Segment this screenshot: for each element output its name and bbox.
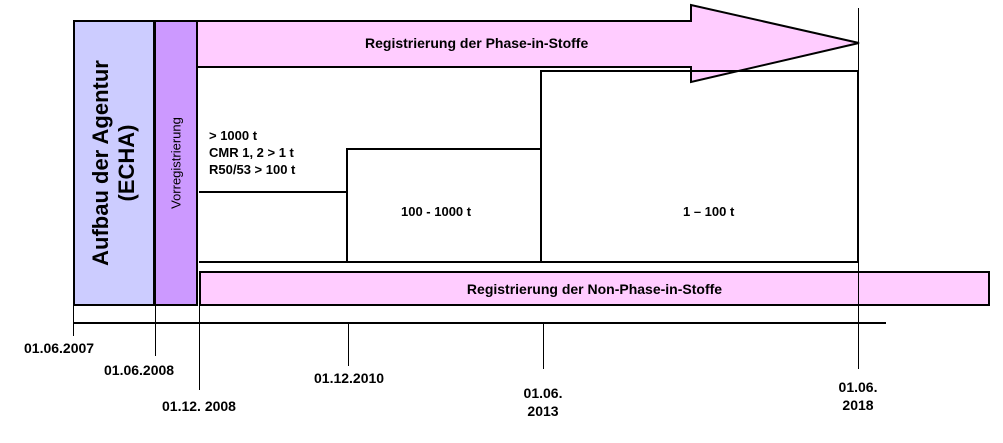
- date-2013-06: 01.06. 2013: [523, 385, 563, 419]
- date-2008-12: 01.12. 2008: [162, 398, 236, 414]
- date-2008-06: 01.06.2008: [104, 362, 175, 378]
- non-phase-in-bar: Registrierung der Non-Phase-in-Stoffe: [199, 271, 990, 306]
- date-2010-12: 01.12.2010: [314, 370, 385, 386]
- timeline-tick-2018: [858, 8, 859, 369]
- timeline-tick-2013: [543, 322, 544, 369]
- phase-in-label: Registrierung der Phase-in-Stoffe: [365, 35, 589, 51]
- tonnage-step-1: > 1000 t CMR 1, 2 > 1 t R50/53 > 100 t: [209, 128, 296, 177]
- timeline-tick-2007: [73, 306, 74, 336]
- preregistration-block: Vorregistrierung: [154, 20, 198, 306]
- timeline-tick-2008-12: [199, 306, 200, 390]
- date-2018-06: 01.06. 2018: [838, 379, 878, 413]
- tonnage-step-2: 100 - 1000 t: [401, 204, 472, 219]
- timeline-tick-2010: [348, 322, 349, 366]
- timeline-axis: [73, 322, 886, 324]
- tonnage-step-3: 1 – 100 t: [683, 204, 735, 219]
- agency-setup-block: Aufbau der Agentur (ECHA): [73, 20, 155, 306]
- timeline-tick-2008-06: [155, 306, 156, 356]
- date-2007-06: 01.06.2007: [24, 340, 95, 356]
- non-phase-in-label: Registrierung der Non-Phase-in-Stoffe: [466, 281, 723, 297]
